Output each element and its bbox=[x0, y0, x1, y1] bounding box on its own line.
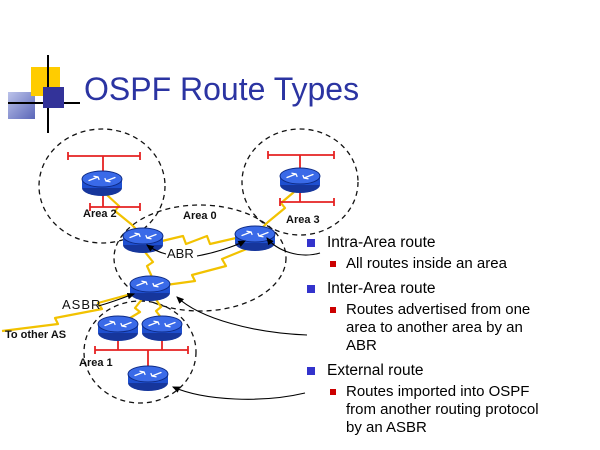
level1-bullet-icon bbox=[307, 239, 315, 247]
abr-label: ABR bbox=[167, 246, 194, 261]
area-boundaries bbox=[38, 128, 359, 404]
level2-bullet-icon bbox=[330, 307, 336, 313]
link-area2-abr1 bbox=[106, 194, 139, 232]
list-item-text: Routes advertised from one area to anoth… bbox=[346, 301, 531, 354]
level1-bullet-icon bbox=[307, 367, 315, 375]
list-item: Routes advertised from one area to anoth… bbox=[330, 301, 600, 355]
link-asbr-area1-left bbox=[124, 297, 144, 322]
list-item: Inter-Area route bbox=[302, 280, 600, 298]
slide-title: OSPF Route Types bbox=[84, 71, 360, 107]
area3-segment-bottom bbox=[279, 191, 335, 206]
area1-boundary bbox=[83, 300, 197, 404]
to-other-as-label: To other AS bbox=[5, 329, 67, 341]
area3-boundary bbox=[241, 128, 359, 236]
list-item-text: Routes imported into OSPF from another r… bbox=[346, 383, 539, 436]
area3-segment-top bbox=[267, 151, 335, 169]
list-item: External route bbox=[302, 362, 600, 380]
area1-segment bbox=[94, 341, 189, 366]
area3-label: Area 3 bbox=[286, 214, 320, 226]
router-icon-area1-bottom bbox=[127, 365, 169, 392]
area1-label: Area 1 bbox=[79, 357, 113, 369]
abr-arrow-left bbox=[146, 244, 167, 255]
area2-segment-top bbox=[67, 152, 141, 172]
area2-segment-bottom bbox=[89, 195, 141, 211]
link-asbr-other-as bbox=[1, 291, 136, 333]
area0-boundary bbox=[113, 204, 287, 312]
list-item-text: Intra-Area route bbox=[327, 234, 436, 251]
router-icon-area1-right bbox=[141, 315, 183, 342]
bullet-list: Intra-Area route All routes inside an ar… bbox=[302, 234, 600, 437]
router-icon-abr2 bbox=[234, 225, 276, 252]
link-abr1-abr2 bbox=[161, 234, 237, 246]
list-item: All routes inside an area bbox=[330, 255, 600, 273]
list-item-text: External route bbox=[327, 362, 424, 379]
link-abr1-asbr bbox=[144, 251, 155, 278]
ornament-blue-square bbox=[43, 87, 64, 108]
ethernet-segments bbox=[67, 151, 335, 366]
level2-bullet-icon bbox=[330, 389, 336, 395]
list-item-text: All routes inside an area bbox=[346, 255, 507, 272]
abr-arrow-right bbox=[196, 240, 246, 257]
router-icon-area3 bbox=[279, 167, 321, 194]
ornament-light-square bbox=[8, 92, 35, 119]
router-icon-area2 bbox=[81, 170, 123, 197]
area2-label: Area 2 bbox=[83, 208, 117, 220]
level2-bullet-icon bbox=[330, 261, 336, 267]
external-route-arrow bbox=[171, 386, 306, 400]
area2-boundary bbox=[38, 128, 166, 244]
router-icon-asbr bbox=[129, 275, 171, 302]
router-icon-abr1 bbox=[122, 227, 164, 254]
list-item: Intra-Area route bbox=[302, 234, 600, 252]
list-item: Routes imported into OSPF from another r… bbox=[330, 383, 600, 437]
level1-bullet-icon bbox=[307, 285, 315, 293]
intra-area-arrow bbox=[266, 237, 321, 256]
router-icon-area1-left bbox=[97, 315, 139, 342]
list-item-text: Inter-Area route bbox=[327, 280, 436, 297]
pointer-arrows bbox=[97, 237, 321, 400]
link-area3-abr2 bbox=[260, 191, 295, 230]
asbr-label: ASBR bbox=[62, 297, 102, 312]
asbr-arrow bbox=[97, 292, 136, 307]
serial-links bbox=[1, 191, 295, 333]
link-abr2-asbr bbox=[165, 246, 250, 287]
area0-label: Area 0 bbox=[183, 210, 217, 222]
inter-area-arrow bbox=[176, 296, 308, 336]
link-asbr-area1-right bbox=[154, 297, 164, 321]
